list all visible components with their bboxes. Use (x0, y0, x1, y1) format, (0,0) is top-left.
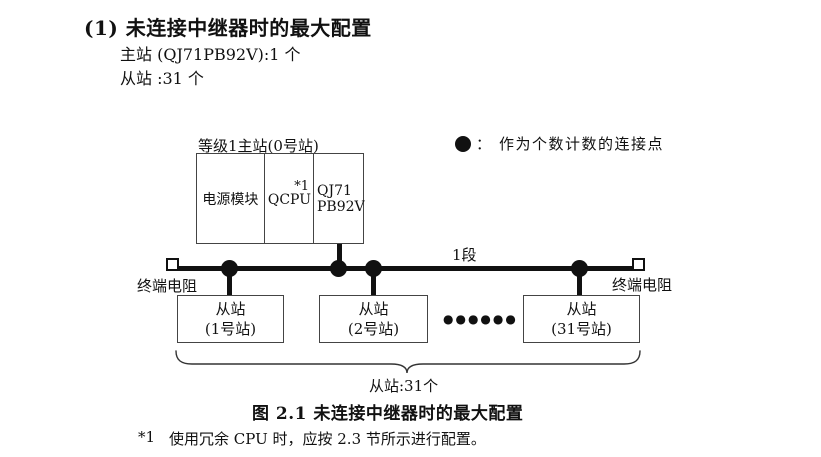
connection-dot (571, 260, 588, 277)
figure-caption: 图 2.1 未连接中继器时的最大配置 (252, 404, 524, 424)
slave1-drop-line (227, 271, 232, 295)
slave2-label-line2: (2号站) (347, 320, 400, 338)
qj71pb92v-cell: QJ71 PB92V (314, 154, 365, 243)
master-station-label: 等级1主站(0号站) (198, 137, 319, 155)
slave1-label-line2: (1号站) (204, 320, 257, 338)
terminating-resistor-right-label: 终端电阻 (612, 276, 673, 294)
section-title: (1) 未连接中继器时的最大配置 (84, 16, 372, 40)
qcpu-cell: *1 QCPU (265, 154, 314, 243)
terminating-resistor-right (632, 258, 645, 271)
bus-line (179, 266, 632, 271)
legend-colon: ： (476, 135, 492, 153)
qj71pb92v-label-line2: PB92V (317, 198, 365, 215)
slave-box-1: 从站 (1号站) (177, 295, 284, 343)
slave-box-2: 从站 (2号站) (319, 295, 428, 343)
slave-box-31: 从站 (31号站) (523, 295, 640, 343)
master-count-text: 主站 (QJ71PB92V):1 个 (120, 45, 301, 64)
master-drop-line (337, 244, 342, 268)
master-station-box: 电源模块 *1 QCPU QJ71 PB92V (196, 153, 365, 244)
slave2-drop-line (371, 271, 376, 295)
connection-dot (330, 260, 347, 277)
power-module-label: 电源模块 (202, 191, 259, 208)
connection-dot (365, 260, 382, 277)
legend-text: 作为个数计数的连接点 (499, 135, 665, 153)
power-module-cell: 电源模块 (197, 154, 265, 243)
connection-point-dot-icon (455, 135, 471, 152)
footnote-marker: *1 (138, 428, 156, 446)
qcpu-label: QCPU (267, 192, 312, 208)
footnote-text: 使用冗余 CPU 时，应按 2.3 节所示进行配置。 (169, 430, 486, 448)
slave31-label-line2: (31号站) (551, 320, 612, 338)
slave-count-text: 从站 :31 个 (120, 69, 204, 88)
connection-dot (221, 260, 238, 277)
slave1-label-line1: 从站 (215, 300, 246, 318)
legend: ： 作为个数计数的连接点 (455, 133, 664, 154)
slave31-label-line1: 从站 (566, 300, 597, 318)
cpu-footnote-ref: *1 (294, 179, 309, 194)
slave31-drop-line (577, 271, 582, 295)
brace (175, 350, 641, 374)
segment-label: 1段 (452, 246, 477, 264)
slave2-label-line1: 从站 (358, 300, 389, 318)
brace-label: 从站:31个 (369, 377, 439, 395)
terminating-resistor-left (166, 258, 179, 271)
terminating-resistor-left-label: 终端电阻 (137, 277, 198, 295)
qj71pb92v-label-line1: QJ71 (317, 182, 352, 199)
ellipsis-dots: ●●●●●● (443, 312, 518, 326)
